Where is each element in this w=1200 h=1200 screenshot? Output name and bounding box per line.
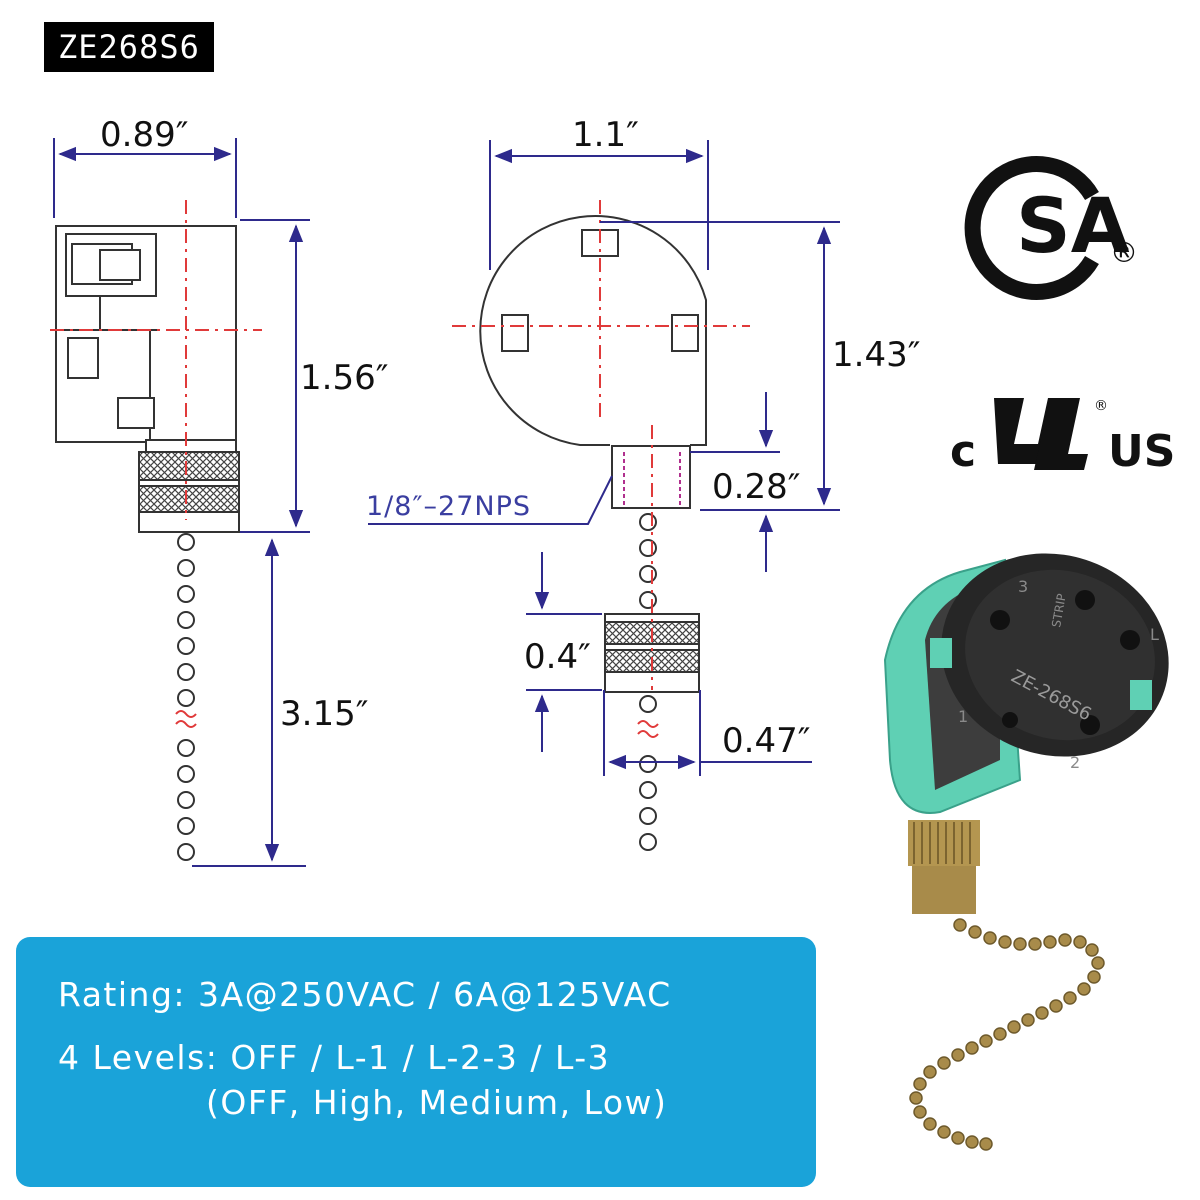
dim-front-height: 1.43″ — [832, 335, 920, 375]
csa-registered: ® — [1110, 236, 1138, 269]
terminal-2: 2 — [1070, 753, 1080, 772]
product-photo: ZE-268S6 STRIP 1 2 3 L — [883, 553, 1169, 1151]
dim-knob-width: 0.47″ — [722, 721, 810, 761]
rating-text: Rating: 3A@250VAC / 6A@125VAC — [58, 975, 672, 1014]
levels-meaning-text: (OFF, High, Medium, Low) — [206, 1083, 668, 1122]
dim-side-width: 0.89″ — [100, 115, 188, 155]
brass-chain — [909, 918, 1105, 1151]
terminal-l: L — [1150, 625, 1159, 644]
dimension-lines — [53, 138, 840, 867]
dim-chain-length: 3.15″ — [280, 694, 368, 734]
ul-registered: ® — [1094, 398, 1108, 414]
dim-front-width: 1.1″ — [572, 115, 639, 155]
specifications-box: Rating: 3A@250VAC / 6A@125VAC 4 Levels: … — [16, 937, 816, 1187]
front-chain-lower — [639, 695, 657, 851]
csa-logo: SA ® — [964, 156, 1138, 300]
csa-mark: SA — [1016, 181, 1130, 270]
ul-suffix: US — [1108, 426, 1175, 477]
dim-side-height: 1.56″ — [300, 358, 388, 398]
terminal-3: 3 — [1018, 577, 1028, 596]
side-chain — [177, 533, 195, 861]
terminal-1: 1 — [958, 707, 968, 726]
side-view — [50, 200, 262, 861]
front-chain-upper — [639, 513, 657, 609]
dim-thread-length: 0.28″ — [712, 467, 800, 507]
embossed-strip: STRIP — [1049, 593, 1069, 629]
ul-prefix: c — [950, 426, 976, 477]
front-view — [452, 200, 750, 851]
thread-spec: 1/8″–27NPS — [366, 491, 531, 522]
model-tag: ZE268S6 — [44, 22, 214, 72]
levels-text: 4 Levels: OFF / L-1 / L-2-3 / L-3 — [58, 1038, 611, 1077]
ul-recognized-logo: c US ® — [950, 398, 1175, 477]
dim-knob-height: 0.4″ — [524, 637, 591, 677]
